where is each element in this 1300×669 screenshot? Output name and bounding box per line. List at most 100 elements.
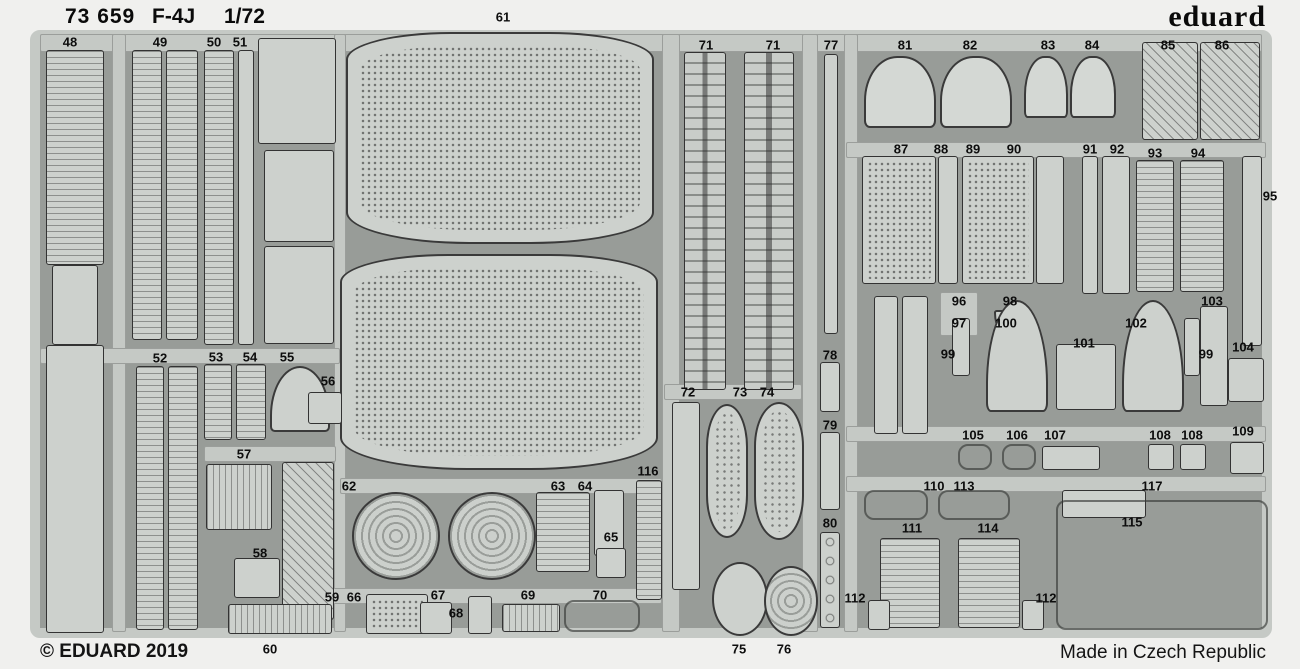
- part-shape-unlabeled-1: [258, 38, 336, 144]
- part-number-86: 86: [1214, 37, 1230, 53]
- part-number-59: 59: [324, 589, 340, 605]
- part-111: [880, 538, 940, 628]
- part-number-57: 57: [236, 446, 252, 462]
- fret-rail-8: [204, 446, 336, 462]
- part-50: [204, 50, 234, 345]
- part-number-114: 114: [977, 520, 999, 536]
- eduard-logo: eduard: [1168, 0, 1266, 33]
- part-number-99-2: 99: [1198, 346, 1214, 362]
- part-number-103: 103: [1201, 293, 1223, 309]
- part-48-shape3: [46, 345, 104, 633]
- part-114: [958, 538, 1020, 628]
- part-68: [468, 596, 492, 634]
- part-90: [1036, 156, 1064, 284]
- part-number-60: 60: [262, 641, 278, 657]
- part-87: [862, 156, 936, 284]
- part-number-99: 99: [940, 346, 956, 362]
- part-77: [824, 54, 838, 334]
- part-number-48: 48: [62, 34, 78, 50]
- part-number-70: 70: [592, 587, 608, 603]
- part-70: [564, 600, 640, 632]
- part-108: [1148, 444, 1174, 470]
- part-81: [864, 56, 936, 128]
- part-number-67: 67: [430, 587, 446, 603]
- part-108-2: [1180, 444, 1206, 470]
- part-number-81: 81: [897, 37, 913, 53]
- part-101: [1056, 344, 1116, 410]
- part-number-55: 55: [279, 349, 295, 365]
- part-number-88: 88: [933, 141, 949, 157]
- part-71-2: [744, 52, 794, 390]
- part-number-72: 72: [680, 384, 696, 400]
- part-number-68: 68: [448, 605, 464, 621]
- part-number-66: 66: [346, 589, 362, 605]
- part-number-94: 94: [1190, 145, 1206, 161]
- part-number-101: 101: [1073, 335, 1095, 351]
- part-number-50: 50: [206, 34, 222, 50]
- fret-rail-15: [846, 476, 1266, 492]
- part-number-61: 61: [495, 9, 511, 25]
- part-57: [206, 464, 272, 530]
- part-52-shape2: [168, 366, 198, 630]
- part-number-51: 51: [232, 34, 248, 50]
- part-number-82: 82: [962, 37, 978, 53]
- part-61-shape2: [340, 254, 658, 470]
- part-48-shape1: [46, 50, 104, 265]
- part-number-85: 85: [1160, 37, 1176, 53]
- part-number-63: 63: [550, 478, 566, 494]
- part-80: [820, 532, 840, 628]
- part-number-87: 87: [893, 141, 909, 157]
- part-number-74: 74: [759, 384, 775, 400]
- part-58: [234, 558, 280, 598]
- part-112: [868, 600, 890, 630]
- item-number: 73 659: [65, 5, 136, 28]
- part-number-75: 75: [731, 641, 747, 657]
- part-94: [1180, 160, 1224, 292]
- part-95: [1242, 156, 1262, 346]
- part-number-107: 107: [1044, 427, 1066, 443]
- fret-rail-6: [844, 34, 858, 632]
- model-name: F-4J: [152, 5, 196, 28]
- part-99-2: [1184, 318, 1200, 376]
- made-in-text: Made in Czech Republic: [1060, 642, 1266, 663]
- part-66: [366, 594, 428, 634]
- part-number-69: 69: [520, 587, 536, 603]
- part-number-96: 96: [951, 293, 967, 309]
- part-104: [1228, 358, 1264, 402]
- part-number-52: 52: [152, 350, 168, 366]
- part-54: [236, 364, 266, 440]
- part-91: [1082, 156, 1098, 294]
- part-89: [962, 156, 1034, 284]
- part-number-71: 71: [698, 37, 714, 53]
- part-number-113: 113: [953, 478, 975, 494]
- part-109: [1230, 442, 1264, 474]
- part-number-102: 102: [1125, 315, 1147, 331]
- part-52-shape1: [136, 366, 164, 630]
- part-number-65: 65: [603, 529, 619, 545]
- part-number-83: 83: [1040, 37, 1056, 53]
- part-69: [502, 604, 560, 632]
- part-number-62: 62: [341, 478, 357, 494]
- part-76: [764, 566, 818, 636]
- fret-rail-2: [112, 34, 126, 632]
- part-number-73: 73: [732, 384, 748, 400]
- part-number-97: 97: [951, 315, 967, 331]
- part-number-93: 93: [1147, 145, 1163, 161]
- part-number-77: 77: [823, 37, 839, 53]
- part-number-108: 108: [1149, 427, 1171, 443]
- part-49-shape2: [166, 50, 198, 340]
- part-106: [1002, 444, 1036, 470]
- part-74: [754, 402, 804, 540]
- part-number-76: 76: [776, 641, 792, 657]
- part-92: [1102, 156, 1130, 294]
- part-84: [1070, 56, 1116, 118]
- part-number-112-2: 112: [1035, 590, 1057, 606]
- part-116: [636, 480, 662, 600]
- part-93: [1136, 160, 1174, 292]
- part-75: [712, 562, 768, 636]
- part-number-89: 89: [965, 141, 981, 157]
- part-number-58: 58: [252, 545, 268, 561]
- part-49-shape1: [132, 50, 162, 340]
- part-number-49: 49: [152, 34, 168, 50]
